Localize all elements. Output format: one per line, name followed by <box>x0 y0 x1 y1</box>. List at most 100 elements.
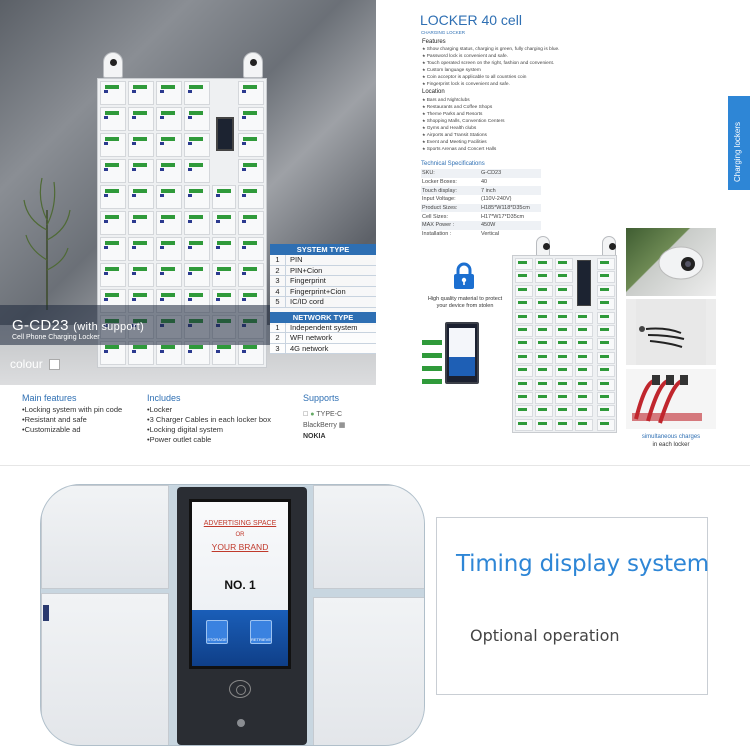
camera-detail-photo <box>626 228 716 296</box>
locker-door <box>128 81 154 105</box>
locker-door <box>515 271 533 284</box>
windows-icon: ▦ <box>338 422 346 429</box>
list-item: •Locker <box>147 405 173 414</box>
locker-door <box>238 211 264 235</box>
camera-right-icon <box>243 52 263 78</box>
retrieve-button[interactable]: RETRIEVE <box>250 620 272 644</box>
locker-door <box>597 392 615 404</box>
door-panel <box>41 593 169 745</box>
locker-door <box>515 378 533 391</box>
locker-door <box>597 258 615 270</box>
locker-door <box>156 237 182 261</box>
locker-cabinet-small <box>512 255 617 433</box>
list-item: Gyms and Health clubs <box>422 125 612 132</box>
locker-subtitle: CHARGING LOCKER <box>421 30 466 35</box>
colour-swatch-white <box>48 358 60 370</box>
locker-door <box>555 284 573 297</box>
colour-row: colour <box>10 357 60 371</box>
model-suffix: (with support) <box>73 321 145 333</box>
locker-door <box>128 133 154 157</box>
locker-door <box>575 378 593 391</box>
location-list: Bars and Nightclubs Restaurants and Coff… <box>422 97 612 153</box>
locker-door <box>555 365 573 378</box>
main-features-title: Main features <box>22 393 77 403</box>
model-caption: Cell Phone Charging Locker <box>12 334 100 341</box>
locker-door <box>100 185 126 209</box>
system-type-title: SYSTEM TYPE <box>270 244 376 255</box>
terminal-lcd: ADVERTISING SPACE OR YOUR BRAND NO. 1 ST… <box>189 499 291 669</box>
locker-door <box>515 351 533 364</box>
lock-caption: High quality material to protect your de… <box>427 296 503 309</box>
supports-title: Supports <box>303 393 340 403</box>
locker-door <box>184 159 210 183</box>
locker-door <box>535 365 553 378</box>
locker-door <box>515 365 533 378</box>
locker-door <box>212 185 236 209</box>
list-item: •Locking system with pin code <box>22 405 123 414</box>
locker-door <box>184 263 210 287</box>
charges-caption-line2: in each locker <box>652 442 690 448</box>
locker-door <box>535 284 553 297</box>
camera-icon <box>658 246 704 280</box>
side-tab-label: Charging lockers <box>733 121 742 182</box>
locker-door <box>100 159 126 183</box>
locker-door <box>535 325 553 337</box>
charges-caption: simultaneous charges in each locker <box>626 433 716 449</box>
locker-door <box>100 341 126 365</box>
locker-door <box>597 365 615 378</box>
locker-door <box>184 107 210 131</box>
charger-cables-icon <box>632 375 702 424</box>
table-row: Locker Boxes:40 <box>422 179 488 186</box>
model-band <box>0 305 270 345</box>
locker-door <box>535 418 553 431</box>
camera-small-left-icon <box>536 236 550 256</box>
locker-door <box>238 159 264 183</box>
section-divider <box>0 465 750 472</box>
locker-door <box>575 325 593 337</box>
locker-door <box>555 298 573 311</box>
locker-door <box>100 107 126 131</box>
locker-door <box>597 271 615 284</box>
terminal-closeup-photo: ADVERTISING SPACE OR YOUR BRAND NO. 1 ST… <box>40 484 425 746</box>
charges-caption-line1: simultaneous charges <box>641 434 701 440</box>
brochure-page: G-CD23 (with support) Cell Phone Chargin… <box>0 0 750 465</box>
locker-door <box>128 263 154 287</box>
locker-door <box>515 392 533 404</box>
storage-button[interactable]: STORAGE <box>206 620 228 644</box>
locker-door <box>238 81 264 105</box>
cables-icon <box>636 299 706 365</box>
locker-door <box>128 107 154 131</box>
list-item: •3 Charger Cables in each locker box <box>147 415 271 424</box>
blackberry-logo: BlackBerry <box>303 422 337 429</box>
android-icon: ● <box>310 411 314 418</box>
locker-door <box>555 351 573 364</box>
table-row: Product Sizes:H185*W118*D35cm <box>421 203 541 213</box>
locker-screen <box>216 117 234 151</box>
locker-door <box>212 263 236 287</box>
list-item: Show charging status, charging is green,… <box>422 46 612 53</box>
locker-door <box>238 185 264 209</box>
table-row: Touch display:7 inch <box>421 186 541 196</box>
locker-door <box>597 311 615 324</box>
locker-door <box>535 405 553 418</box>
ad-line2: OR <box>235 532 245 538</box>
includes-block: Includes •Locker •3 Charger Cables in ea… <box>147 393 271 445</box>
locker-door <box>535 338 553 351</box>
locker-door <box>128 237 154 261</box>
list-item: •Resistant and safe <box>22 415 87 424</box>
locker-door <box>515 405 533 418</box>
door-panel <box>313 485 424 589</box>
locker-door <box>575 405 593 418</box>
apple-icon:  <box>303 411 308 418</box>
padlock-icon <box>454 262 474 289</box>
list-item: Shopping Malls, Convention Centers <box>422 118 612 125</box>
locker-door <box>535 351 553 364</box>
location-heading: Location <box>422 89 445 95</box>
locker-door <box>212 341 236 365</box>
locker-door <box>238 133 264 157</box>
